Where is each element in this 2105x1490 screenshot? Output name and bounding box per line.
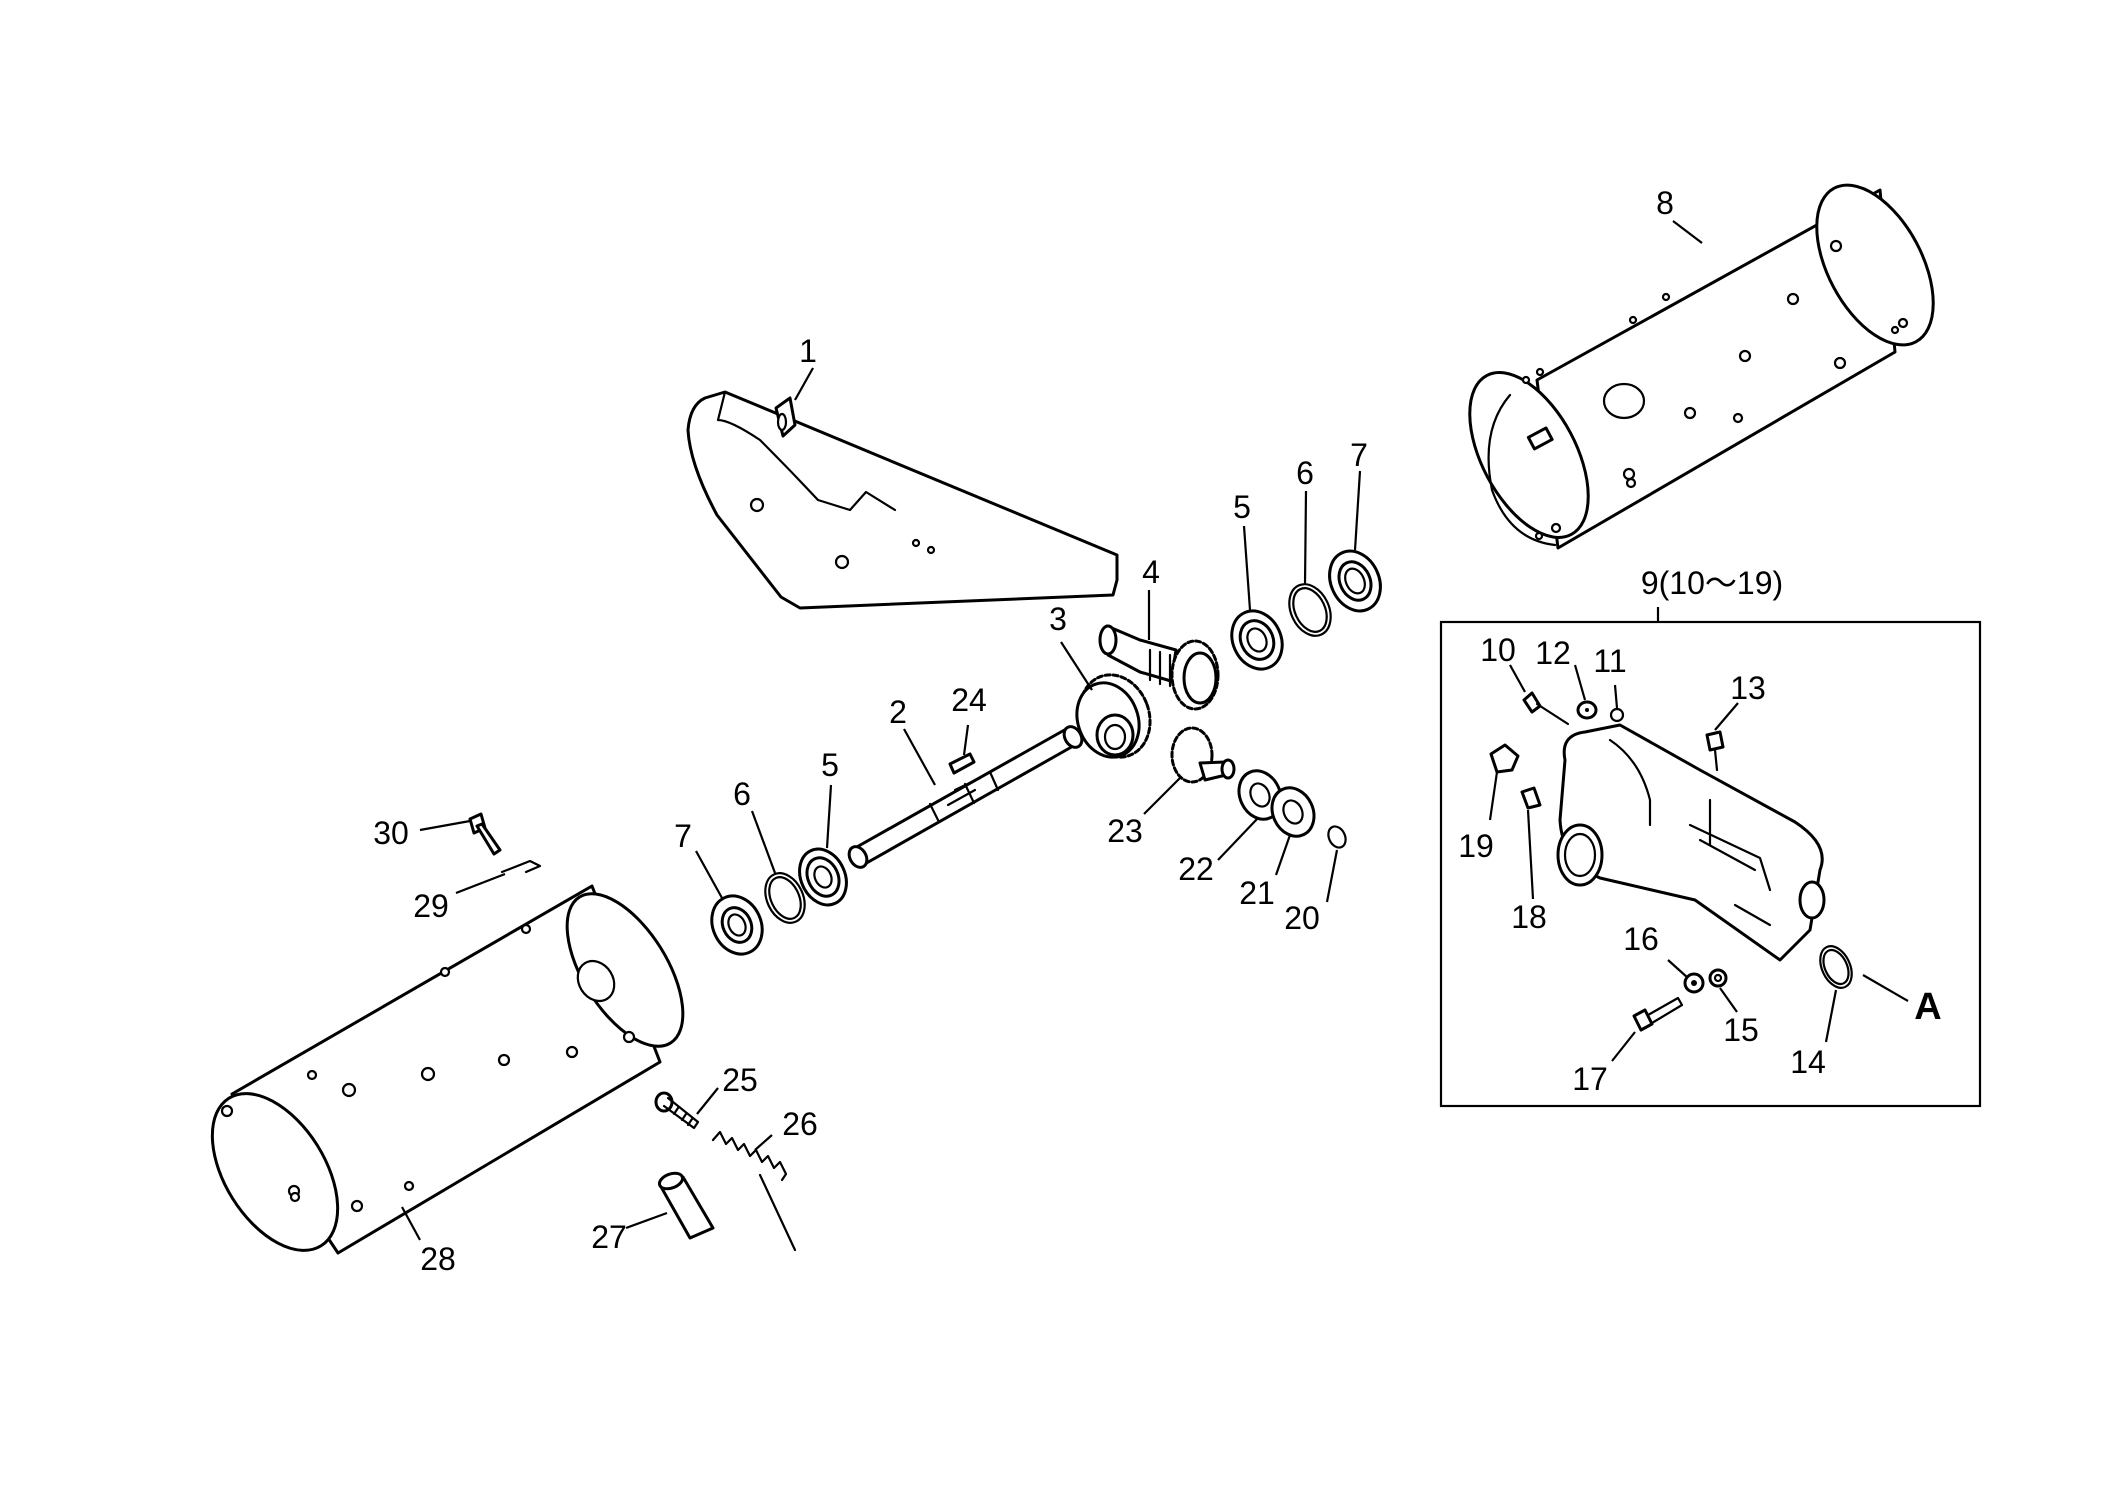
callout-labels: 1 2 3 4 5 6 7 8 9(10～19) 10 12 11 13 19 … bbox=[373, 185, 1942, 1277]
part-21-bearing bbox=[1270, 786, 1316, 838]
callout-30: 30 bbox=[373, 815, 409, 851]
part-30-pin bbox=[468, 812, 502, 856]
part-6-lower-retaining-ring bbox=[764, 872, 806, 924]
callout-19: 19 bbox=[1458, 828, 1494, 864]
callout-14: 14 bbox=[1790, 1044, 1826, 1080]
part-28-lower-cylinder bbox=[210, 884, 685, 1255]
callout-23: 23 bbox=[1107, 813, 1143, 849]
callout-13: 13 bbox=[1730, 670, 1766, 706]
callout-26: 26 bbox=[782, 1106, 818, 1142]
callout-16: 16 bbox=[1623, 921, 1659, 957]
callout-28: 28 bbox=[420, 1241, 456, 1277]
callout-3: 3 bbox=[1049, 601, 1067, 637]
part-20-snap-ring bbox=[1327, 825, 1347, 849]
part-29-clip bbox=[500, 859, 542, 874]
part-7-lower-seal bbox=[710, 894, 764, 956]
leader-lines bbox=[401, 220, 1909, 1241]
callout-10: 10 bbox=[1480, 632, 1516, 668]
part-5-lower-bearing bbox=[798, 847, 848, 907]
callout-22: 22 bbox=[1178, 851, 1214, 887]
callout-7-upper: 7 bbox=[1350, 437, 1368, 473]
callout-15: 15 bbox=[1723, 1012, 1759, 1048]
part-26-spring bbox=[711, 1130, 797, 1252]
callout-17: 17 bbox=[1572, 1061, 1608, 1097]
callout-24: 24 bbox=[951, 682, 987, 718]
part-4-pinion-shaft bbox=[1098, 624, 1220, 711]
part-6-upper-retaining-ring bbox=[1288, 583, 1332, 637]
inset-gear-case-assembly bbox=[1439, 620, 1982, 1108]
callout-18: 18 bbox=[1511, 899, 1547, 935]
callout-29: 29 bbox=[413, 888, 449, 924]
part-7-upper-seal bbox=[1328, 549, 1382, 613]
part-23-small-pinion bbox=[1170, 726, 1236, 784]
callout-11: 11 bbox=[1593, 643, 1626, 679]
callout-8: 8 bbox=[1656, 185, 1674, 221]
part-2-shaft bbox=[847, 725, 1084, 869]
part-25-bolt bbox=[654, 1091, 700, 1130]
part-5-upper-bearing bbox=[1230, 609, 1284, 671]
callout-20: 20 bbox=[1284, 900, 1320, 936]
callout-6-lower: 6 bbox=[733, 776, 751, 812]
callout-1: 1 bbox=[799, 333, 817, 369]
callout-5-upper: 5 bbox=[1233, 489, 1251, 525]
callout-2: 2 bbox=[889, 694, 907, 730]
callout-7-lower: 7 bbox=[674, 818, 692, 854]
part-8-upper-cylinder bbox=[1468, 183, 1935, 550]
callout-21: 21 bbox=[1239, 875, 1275, 911]
part-3-gear bbox=[1075, 673, 1152, 759]
callout-6-upper: 6 bbox=[1296, 455, 1314, 491]
callout-27: 27 bbox=[591, 1219, 627, 1255]
part-1-guard-plate bbox=[686, 390, 1119, 610]
callout-4: 4 bbox=[1142, 554, 1160, 590]
callout-25: 25 bbox=[722, 1062, 758, 1098]
callout-A: A bbox=[1914, 986, 1941, 1028]
callout-5-lower: 5 bbox=[821, 747, 839, 783]
part-27-pin bbox=[657, 1171, 715, 1240]
callout-12: 12 bbox=[1535, 635, 1571, 671]
part-24-key bbox=[948, 752, 976, 775]
callout-9: 9(10～19) bbox=[1641, 565, 1783, 601]
